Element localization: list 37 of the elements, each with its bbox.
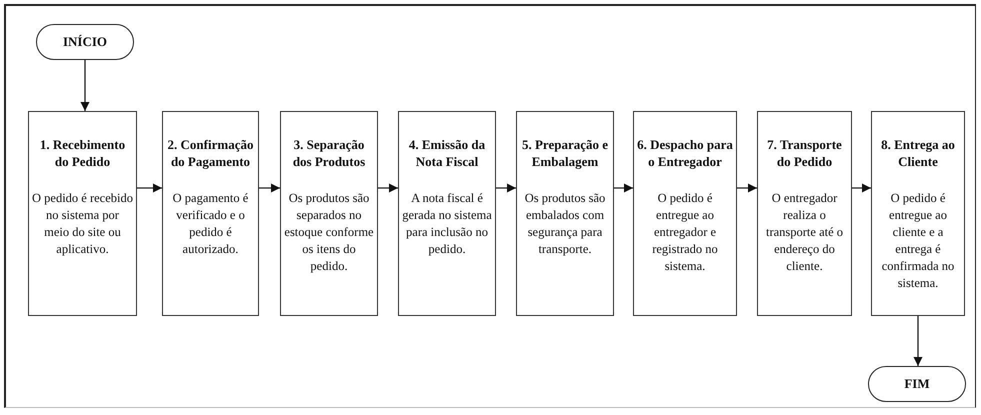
process-box — [871, 111, 965, 316]
process-box — [516, 111, 614, 316]
terminal-label: FIM — [904, 376, 930, 392]
arrow — [137, 184, 162, 192]
arrow — [737, 184, 757, 192]
process-box — [757, 111, 852, 316]
terminal-label: INÍCIO — [62, 34, 108, 50]
arrow — [259, 184, 280, 192]
process-box — [633, 111, 737, 316]
step-description: Os produtos são embalados com segurança para transporte. — [524, 190, 606, 258]
terminal-node — [36, 24, 134, 60]
arrow — [614, 184, 633, 192]
arrow — [378, 184, 398, 192]
process-box — [398, 111, 496, 316]
arrow — [80, 60, 90, 111]
process-box — [280, 111, 378, 316]
terminal-node — [868, 366, 966, 402]
step-heading: 5. Preparação e Embalagem — [520, 136, 610, 170]
step-heading: 4. Emissão da Nota Fiscal — [408, 136, 486, 170]
step-heading: 6. Despacho para o Entregador — [637, 136, 733, 170]
step-description: A nota fiscal é gerada no sistema para inclusão no pedido. — [402, 190, 492, 258]
arrow — [852, 184, 871, 192]
step-description: O pedido é recebido no sistema por meio do site ou aplicativo. — [32, 190, 133, 258]
process-box — [28, 111, 137, 316]
step-heading: 3. Separação dos Produtos — [292, 136, 366, 170]
step-description: O entregador realiza o transporte até o endereço do cliente. — [764, 190, 844, 275]
step-description: Os produtos são separados no estoque conforme os itens do pedido. — [284, 190, 374, 275]
step-heading: 2. Confirmação do Pagamento — [166, 136, 254, 170]
step-heading: 1. Recebimento do Pedido — [38, 136, 126, 170]
arrow — [914, 316, 922, 366]
step-description: O pagamento é verificado e o pedido é autorizado. — [172, 190, 250, 258]
step-heading: 8. Entrega ao Cliente — [880, 136, 956, 170]
step-description: O pedido é entregue ao entregador e registrado no sistema. — [651, 190, 719, 275]
process-box — [162, 111, 259, 316]
step-description: O pedido é entregue ao cliente e a entrega é confirmada no sistema. — [880, 190, 956, 292]
step-heading: 7. Transporte do Pedido — [766, 136, 843, 170]
arrow — [496, 184, 516, 192]
